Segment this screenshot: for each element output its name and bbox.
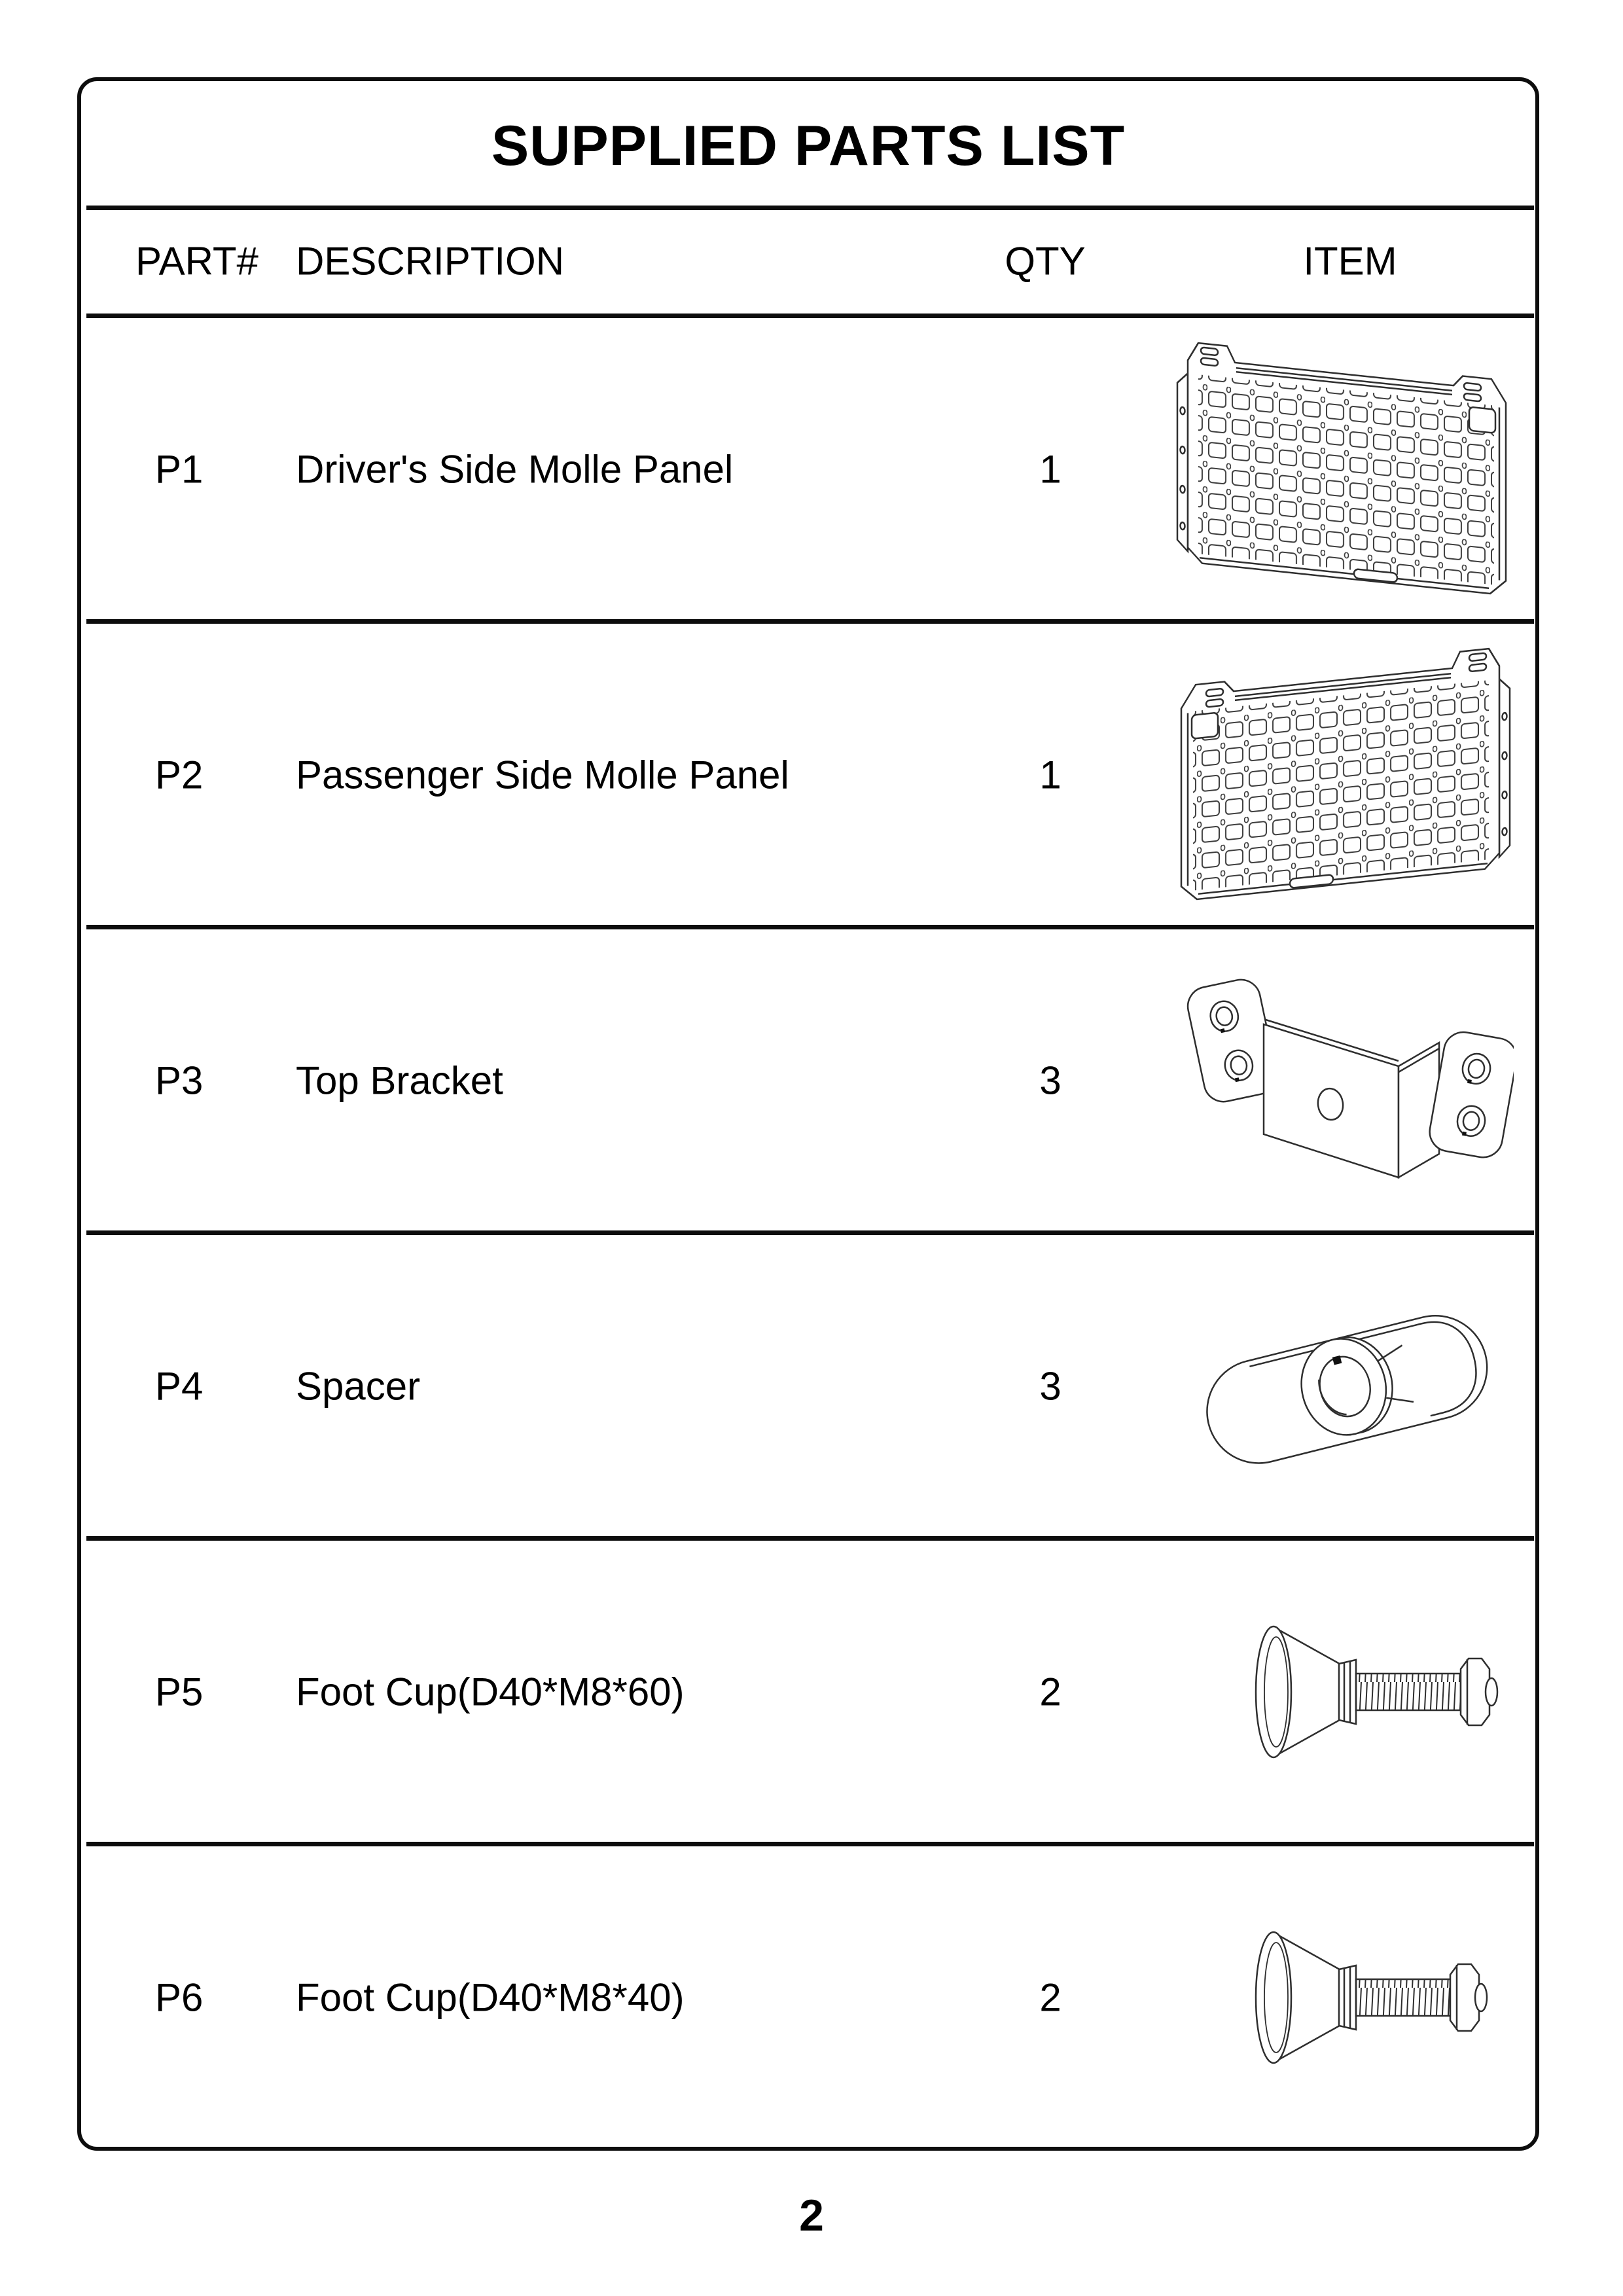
part-qty: 1 [1039,447,1061,491]
table-row: P6 Foot Cup(D40*M8*40) 2 [77,1844,1539,2150]
page-title: SUPPLIED PARTS LIST [491,115,1126,177]
part-description: Foot Cup(D40*M8*60) [296,1670,685,1713]
part-description: Top Bracket [296,1058,503,1102]
foot-cup-60-drawing [1216,1604,1524,1780]
part-qty: 1 [1039,753,1061,797]
top-bracket-drawing [1173,969,1514,1192]
part-number: P3 [155,1058,204,1102]
table-header-row: PART# DESCRIPTION QTY ITEM [77,208,1539,314]
table-row: P1 Driver's Side Molle Panel 1 [77,316,1539,622]
part-description: Spacer [296,1364,421,1408]
part-qty: 3 [1039,1058,1061,1102]
foot-cup-40-drawing [1216,1909,1524,2086]
header-divider [86,314,1534,318]
part-qty: 2 [1039,1670,1061,1713]
header-part: PART# [135,239,259,283]
row-divider [86,1230,1534,1235]
row-divider [86,1536,1534,1541]
part-qty: 2 [1039,1975,1061,2019]
title-divider [86,206,1534,210]
header-item: ITEM [1303,239,1397,283]
drivers-side-molle-panel-drawing [1160,329,1527,610]
table-row: P4 Spacer 3 [77,1233,1539,1539]
table-row: P2 Passenger Side Molle Panel 1 [77,622,1539,927]
table-row: P5 Foot Cup(D40*M8*60) 2 [77,1539,1539,1844]
part-number: P6 [155,1975,204,2019]
header-qty: QTY [1005,239,1086,283]
part-description: Foot Cup(D40*M8*40) [296,1975,685,2019]
table-row: P3 Top Bracket 3 [77,927,1539,1233]
part-number: P5 [155,1670,204,1713]
page-number: 2 [799,2191,824,2240]
page-border [77,77,1539,2151]
row-divider [86,925,1534,929]
row-divider [86,619,1534,624]
spacer-drawing [1180,1278,1507,1494]
passenger-side-molle-panel-drawing [1160,634,1527,916]
part-description: Driver's Side Molle Panel [296,447,734,491]
part-qty: 3 [1039,1364,1061,1408]
part-number: P2 [155,753,204,797]
part-number: P4 [155,1364,204,1408]
part-number: P1 [155,447,204,491]
part-description: Passenger Side Molle Panel [296,753,789,797]
header-description: DESCRIPTION [296,239,565,283]
row-divider [86,1842,1534,1846]
